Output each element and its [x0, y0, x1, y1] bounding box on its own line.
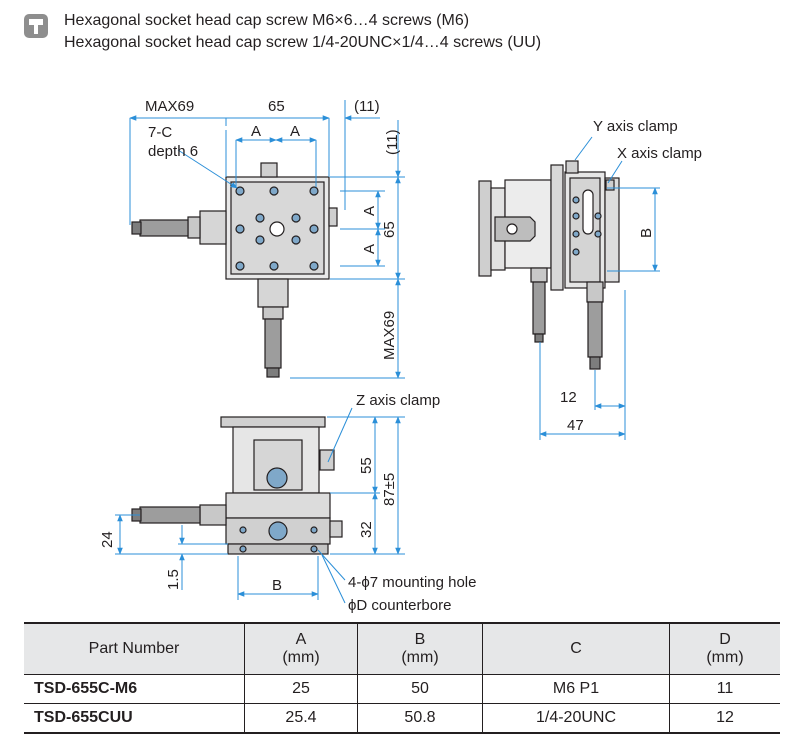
cell-d: 12: [669, 703, 780, 734]
hole-note-line2: depth 6: [148, 143, 198, 160]
dim-24: 24: [99, 531, 116, 548]
dim-65-right: 65: [381, 221, 398, 238]
dim-max69-top: MAX69: [145, 98, 194, 115]
table-row: TSD-655CUU 25.4 50.8 1/4-20UNC 12: [24, 703, 780, 734]
dim-a-2: A: [290, 123, 300, 140]
dim-11-top: (11): [354, 98, 380, 115]
y-axis-clamp-label: Y axis clamp: [593, 118, 678, 135]
header-c: C: [482, 622, 670, 675]
side-view: [478, 160, 620, 370]
x-axis-clamp-label: X axis clamp: [617, 145, 702, 162]
dim-max69-right: MAX69: [381, 311, 398, 360]
top-view: [131, 162, 338, 378]
dim-47: 47: [567, 417, 584, 434]
header-b: B(mm): [357, 622, 483, 675]
side-view-dimensions: [539, 136, 660, 440]
front-view: [131, 416, 343, 555]
dim-11-side: (11): [384, 129, 401, 155]
dim-a-right-2: A: [361, 244, 378, 254]
top-view-dimensions: [129, 100, 405, 379]
dim-b-side: B: [638, 228, 655, 238]
cell-c: 1/4-20UNC: [482, 703, 670, 734]
legend-line-m6: Hexagonal socket head cap screw M6×6…4 s…: [64, 12, 470, 29]
top-view-labels: MAX69 65 (11) (11) 7-C depth 6 A A A A 6…: [145, 98, 401, 360]
z-axis-clamp-label: Z axis clamp: [356, 392, 440, 409]
hole-note-line1: 7-C: [148, 124, 172, 141]
dim-b-front: B: [272, 577, 282, 594]
table-header-row: Part Number A(mm) B(mm) C D(mm): [24, 622, 780, 675]
dim-65-top: 65: [268, 98, 285, 115]
cell-a: 25: [244, 674, 358, 704]
dim-87: 87±5: [381, 473, 398, 506]
dim-1-5: 1.5: [165, 569, 182, 590]
cell-d: 11: [669, 674, 780, 704]
technical-drawing: MAX69 65 (11) (11) 7-C depth 6 A A A A 6…: [99, 98, 702, 614]
mounting-hole-label: 4-ϕ7 mounting hole: [348, 574, 476, 591]
cell-part: TSD-655C-M6: [24, 674, 245, 704]
dim-a-1: A: [251, 123, 261, 140]
counterbore-label: ϕD counterbore: [348, 597, 451, 614]
header-part-number: Part Number: [24, 622, 245, 675]
table-row: TSD-655C-M6 25 50 M6 P1 11: [24, 674, 780, 704]
cell-part: TSD-655CUU: [24, 703, 245, 734]
spec-table: Part Number A(mm) B(mm) C D(mm) TSD-655C…: [24, 622, 780, 734]
dim-32: 32: [358, 521, 375, 538]
screw-icon: [24, 14, 48, 38]
front-view-labels: Z axis clamp 55 87±5 32 24 1.5 B 4-ϕ7 mo…: [99, 392, 476, 614]
cell-c: M6 P1: [482, 674, 670, 704]
side-view-labels: Y axis clamp X axis clamp B 12 47: [560, 118, 702, 434]
cell-b: 50.8: [357, 703, 483, 734]
dim-a-right-1: A: [361, 206, 378, 216]
cell-b: 50: [357, 674, 483, 704]
legend-line-uu: Hexagonal socket head cap screw 1/4-20UN…: [64, 34, 542, 51]
cell-a: 25.4: [244, 703, 358, 734]
header-d: D(mm): [669, 622, 780, 675]
dim-12: 12: [560, 389, 577, 406]
header-a: A(mm): [244, 622, 358, 675]
dim-55: 55: [358, 457, 375, 474]
front-view-dimensions: [115, 407, 405, 604]
